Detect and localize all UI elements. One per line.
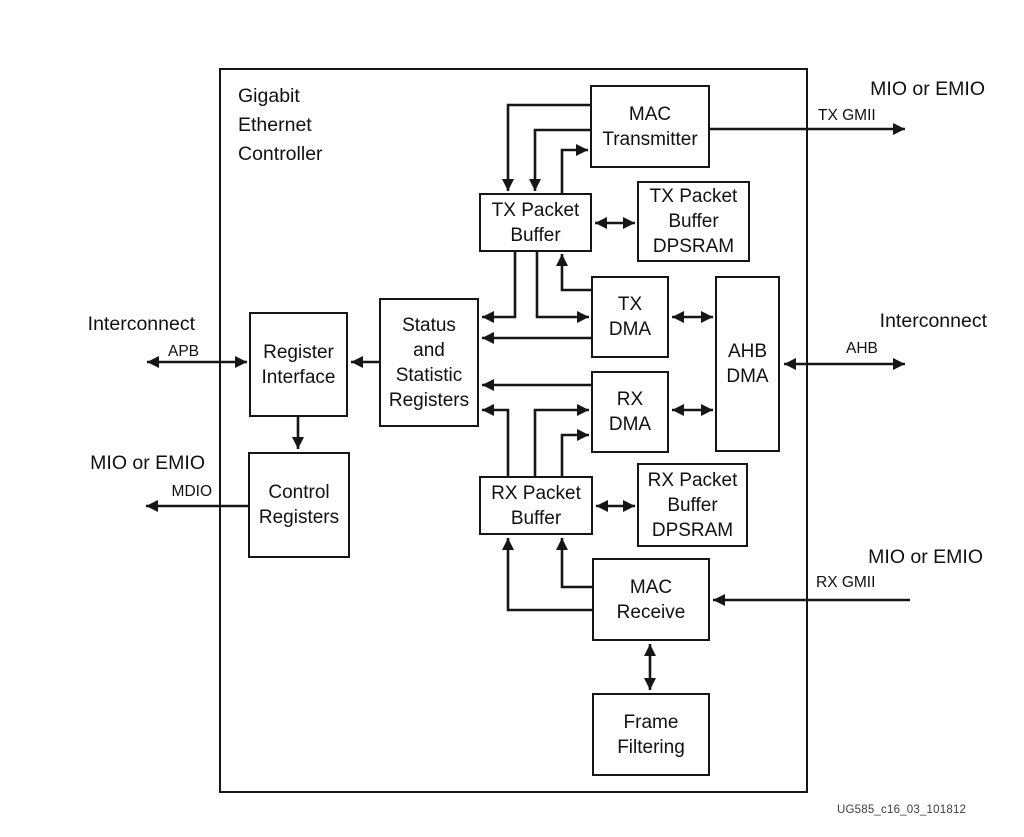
block-label: RX Packet Buffer — [491, 482, 581, 529]
arrow-mac-receive-to-rx-packet-buffer-b — [502, 538, 592, 612]
arrow-tx-packet-buffer-to-mac-transmitter — [560, 144, 588, 193]
figure-reference-code: UG585_c16_03_101812 — [837, 804, 967, 816]
label-right-interconnect: Interconnect — [879, 310, 987, 332]
block-status-statistic-registers: Status and Statistic Registers — [379, 298, 479, 427]
arrow-mac-transmitter-to-tx-packet-buffer-a — [502, 103, 590, 191]
label-bottom-right-mio-emio: MIO or EMIO — [868, 546, 983, 568]
label-left-mio-emio: MIO or EMIO — [90, 452, 205, 474]
arrow-mac-receive-to-rx-packet-buffer-a — [556, 538, 592, 589]
arrow-rx-packet-buffer-to-status-registers — [482, 404, 510, 476]
block-label: MAC Receive — [616, 576, 686, 623]
block-label: Control Registers — [258, 482, 340, 528]
label-left-interconnect: Interconnect — [87, 313, 195, 335]
block-frame-filtering: Frame Filtering — [592, 693, 710, 776]
block-rx-packet-buffer: RX Packet Buffer — [479, 476, 593, 535]
arrow-rx-packet-buffer-to-rx-dma-b — [560, 429, 589, 476]
diagram-title: Gigabit Ethernet Controller — [238, 85, 323, 165]
block-label: Register Interface — [261, 341, 336, 388]
controller-boundary-box — [219, 68, 808, 793]
block-rx-dma: RX DMA — [591, 371, 669, 453]
block-mac-receive: MAC Receive — [592, 558, 710, 641]
block-label: MAC Transmitter — [602, 103, 698, 150]
block-tx-dma: TX DMA — [591, 276, 669, 358]
label-tx-gmii: TX GMII — [818, 107, 876, 124]
block-mac-transmitter: MAC Transmitter — [590, 85, 710, 168]
label-ahb: AHB — [846, 340, 878, 357]
block-label: AHB DMA — [726, 341, 769, 387]
block-label: Status and Statistic Registers — [388, 314, 470, 411]
block-rx-packet-buffer-dpsram: RX Packet Buffer DPSRAM — [637, 463, 748, 547]
arrow-rx-packet-buffer-to-rx-dma-a — [533, 404, 589, 476]
block-label: RX Packet Buffer DPSRAM — [647, 469, 738, 541]
arrow-mac-transmitter-to-tx-packet-buffer-b — [529, 128, 590, 191]
block-register-interface: Register Interface — [249, 312, 348, 417]
block-tx-packet-buffer: TX Packet Buffer — [479, 193, 592, 252]
label-rx-gmii: RX GMII — [816, 574, 876, 591]
arrow-tx-dma-to-tx-packet-buffer — [556, 254, 591, 292]
arrow-tx-packet-buffer-to-tx-dma — [535, 252, 589, 323]
label-apb: APB — [167, 343, 199, 360]
block-ahb-dma: AHB DMA — [715, 276, 780, 452]
label-top-right-mio-emio: MIO or EMIO — [870, 78, 985, 100]
block-tx-packet-buffer-dpsram: TX Packet Buffer DPSRAM — [637, 181, 750, 262]
block-label: TX Packet Buffer DPSRAM — [649, 186, 738, 257]
block-control-registers: Control Registers — [248, 452, 350, 558]
block-label: Frame Filtering — [617, 711, 685, 758]
block-label: RX DMA — [608, 389, 652, 435]
arrow-tx-packet-buffer-to-status-registers — [482, 252, 517, 323]
block-label: TX DMA — [608, 294, 652, 340]
label-mdio: MDIO — [171, 483, 212, 500]
block-label: TX Packet Buffer — [491, 199, 580, 246]
